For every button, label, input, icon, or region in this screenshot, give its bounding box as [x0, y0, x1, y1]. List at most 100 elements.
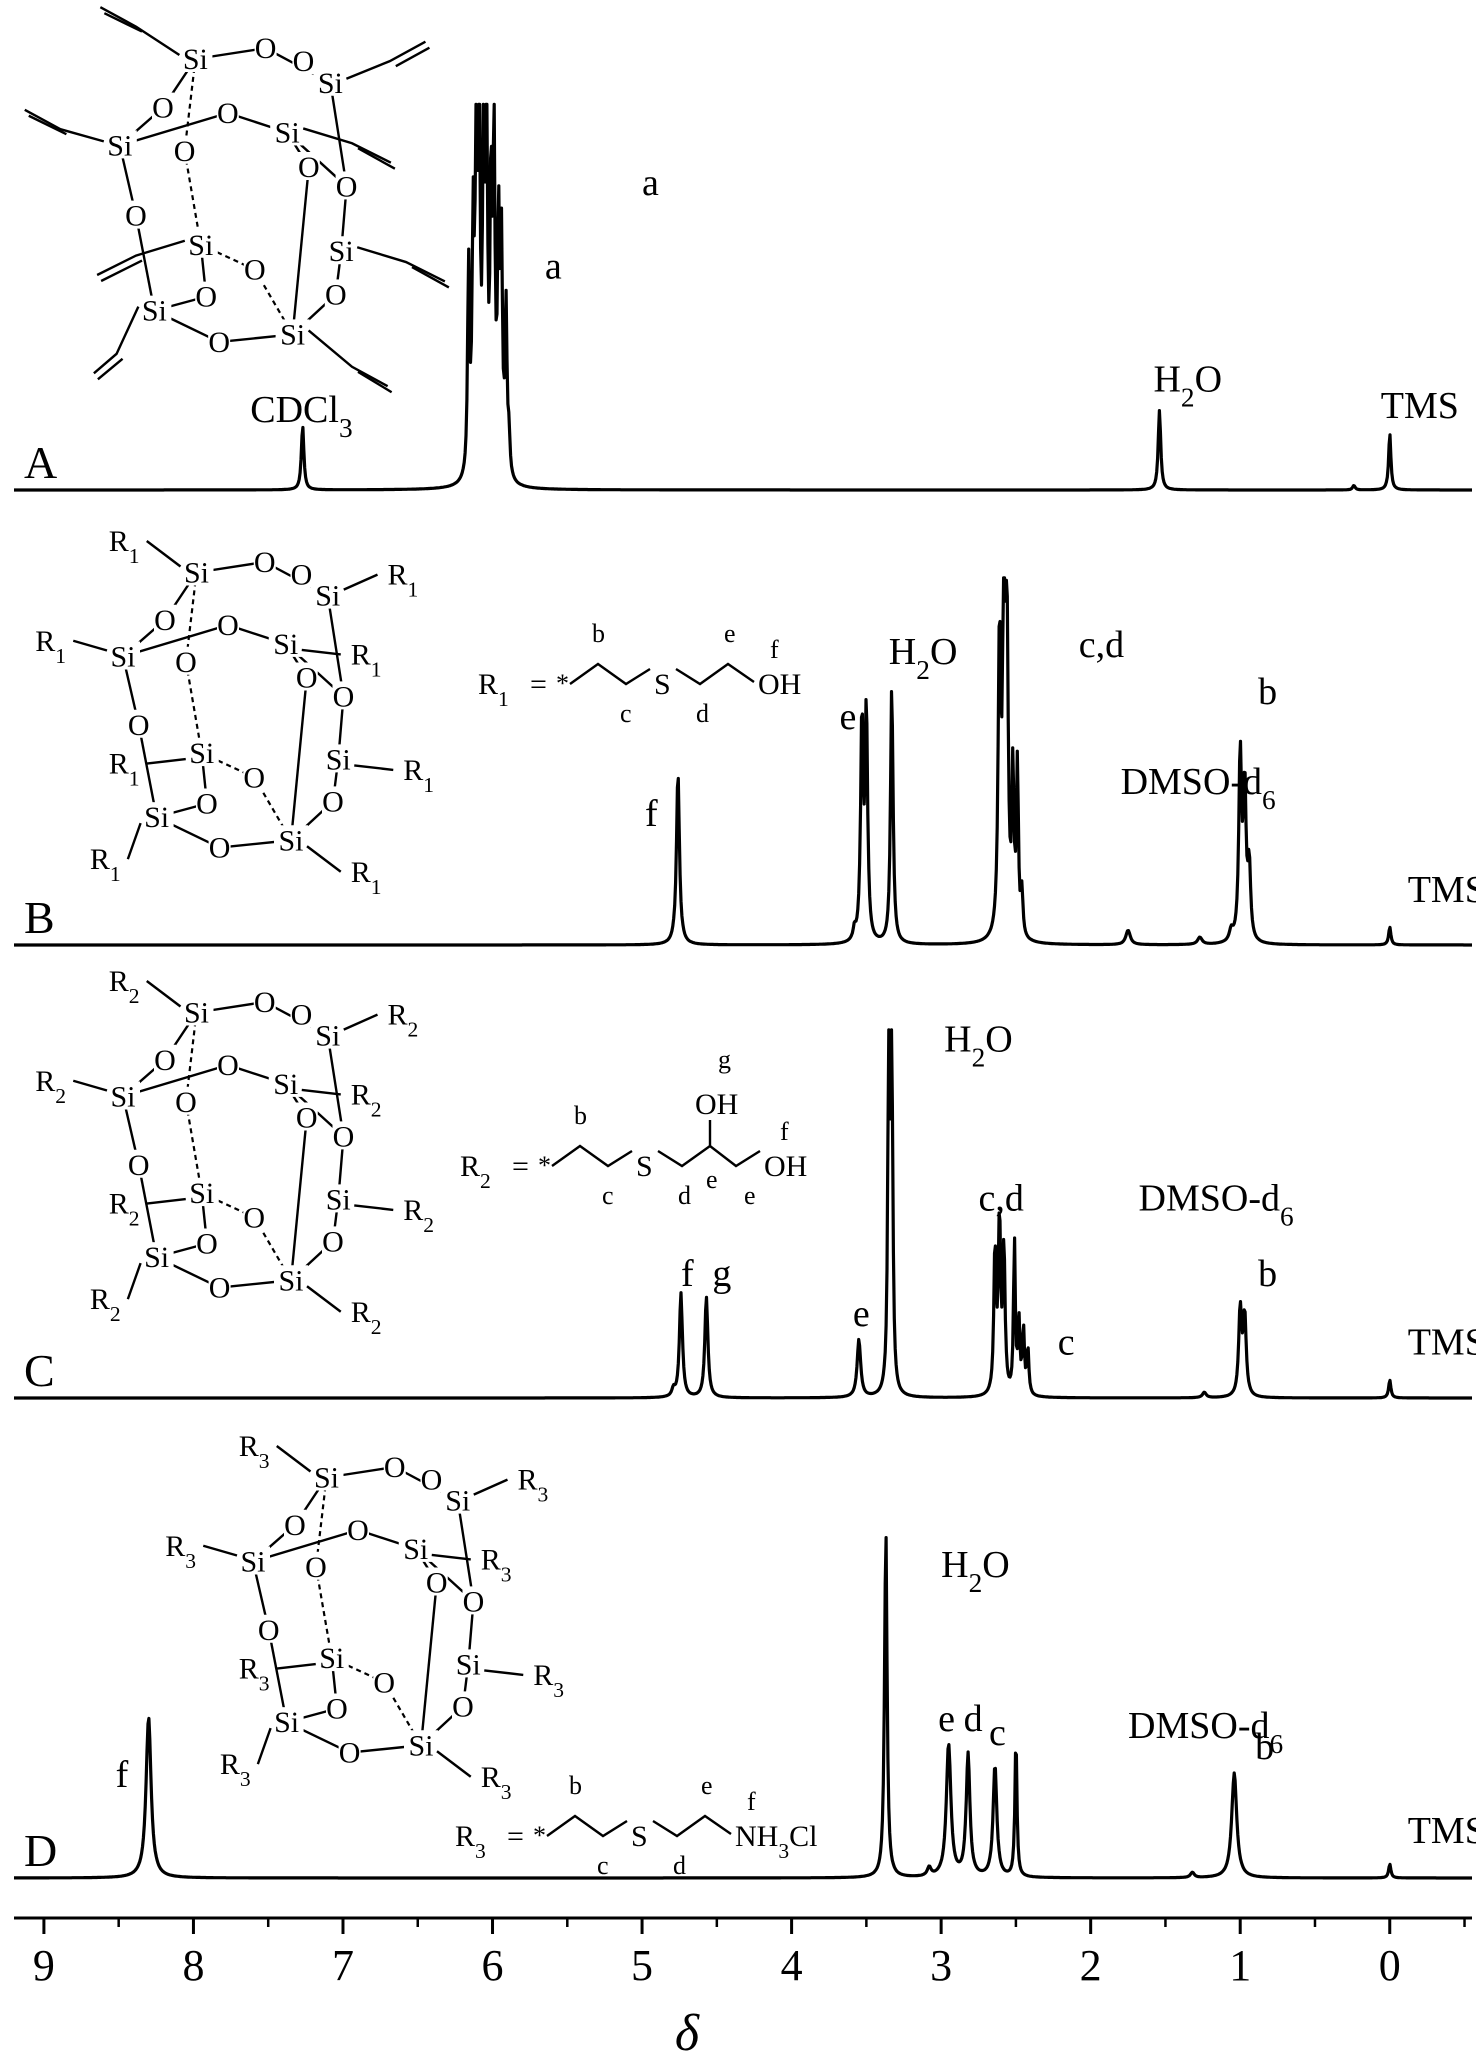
atom-mask	[326, 1693, 348, 1722]
bond	[419, 1582, 438, 1746]
bond	[306, 1285, 342, 1313]
bond	[119, 111, 229, 147]
atom-mask	[309, 1462, 344, 1491]
atom-mask	[154, 1044, 176, 1073]
o-atom: O	[463, 1585, 485, 1618]
chain-letter: c	[620, 699, 632, 728]
atom-mask	[184, 738, 219, 767]
bond	[267, 1629, 288, 1723]
o-atom: O	[336, 170, 358, 203]
o-atom: O	[217, 97, 239, 130]
spectrum-trace-A	[13, 102, 1473, 492]
bond	[276, 1445, 312, 1473]
chain-letter: b	[569, 1771, 582, 1800]
si-atom: Si	[315, 580, 340, 613]
atom-mask	[216, 98, 239, 126]
o-atom: O	[291, 559, 313, 592]
peak-label: d	[964, 1698, 983, 1740]
atom-mask	[253, 987, 276, 1015]
atom-mask	[314, 1643, 349, 1672]
s-atom: S	[636, 1150, 653, 1183]
peak-label: H2O	[1153, 359, 1222, 413]
o-atom: O	[154, 604, 176, 637]
r-group: R2	[35, 1065, 66, 1108]
o-atom: O	[322, 1225, 344, 1258]
bond	[354, 1204, 394, 1212]
atom-mask	[305, 1551, 327, 1580]
atom-mask	[139, 802, 174, 831]
si-atom: Si	[314, 1462, 339, 1495]
peak-label: b	[1258, 1253, 1277, 1295]
bond	[184, 661, 203, 754]
atom-mask	[196, 1228, 218, 1257]
atom-mask	[127, 1149, 150, 1178]
r-group: R3	[239, 1653, 270, 1696]
atom-mask	[217, 1050, 239, 1078]
atom-mask	[102, 130, 137, 159]
r-group: R2	[109, 965, 140, 1008]
atom-mask	[284, 1509, 306, 1538]
si-atom: Si	[280, 318, 305, 351]
atom-mask	[154, 604, 176, 633]
chain-letter: e	[744, 1181, 756, 1210]
o-atom: O	[174, 135, 196, 168]
peak-label: DMSO-d6	[1128, 1705, 1283, 1759]
chain-letter: f	[770, 635, 779, 664]
atom-mask	[335, 171, 358, 200]
chain-letter: d	[696, 699, 709, 728]
panel-label-B: B	[24, 892, 55, 943]
r-group: R3	[481, 1543, 512, 1586]
r-group: R3	[518, 1464, 549, 1507]
o-atom: O	[325, 278, 347, 311]
vinyl-bond	[97, 357, 124, 381]
peak-label: a	[545, 245, 562, 287]
peak-label: e	[853, 1293, 870, 1335]
vinyl-bond	[357, 370, 393, 394]
o-atom: O	[195, 281, 217, 314]
atom-mask	[274, 1265, 308, 1294]
bond	[289, 677, 308, 841]
r-group: R2	[388, 999, 419, 1042]
si-atom: Si	[278, 824, 303, 857]
peak-label: g	[712, 1253, 731, 1295]
o-atom: O	[322, 785, 344, 818]
o-atom: O	[175, 1086, 197, 1119]
peak-label: f	[645, 793, 658, 835]
bond	[137, 724, 158, 818]
atom-mask	[179, 997, 214, 1026]
peak-label: c,d	[979, 1177, 1024, 1219]
r-group: R3	[533, 1659, 564, 1702]
si-atom: Si	[188, 229, 213, 262]
o-atom: O	[333, 680, 355, 713]
o-atom: O	[284, 1509, 306, 1542]
atom-mask	[268, 628, 303, 657]
atom-mask	[383, 1452, 406, 1480]
peak-label: CDCl3	[250, 389, 352, 443]
x-axis-title: δ	[675, 2005, 700, 2062]
atom-mask	[338, 1737, 361, 1766]
atom-mask	[243, 762, 266, 791]
atom-mask	[295, 662, 318, 691]
atom-mask	[253, 547, 276, 575]
chain-letter: c	[602, 1181, 614, 1210]
peak-label: TMS	[1408, 1810, 1476, 1852]
x-tick-label: 9	[33, 1941, 55, 1990]
vinyl-bond	[356, 246, 446, 283]
oh-group: OH	[695, 1088, 738, 1121]
si-atom: Si	[273, 628, 298, 661]
atom-mask	[398, 1533, 433, 1562]
panel-label-C: C	[24, 1345, 55, 1396]
atom-mask	[184, 1178, 219, 1207]
chain-bond	[652, 1814, 732, 1838]
atom-mask	[106, 641, 140, 670]
peak-label: f	[116, 1754, 129, 1796]
o-atom: O	[293, 45, 315, 78]
bond	[456, 1500, 475, 1602]
peak-label: DMSO-d6	[1139, 1177, 1294, 1231]
spectrum-trace-D	[13, 1536, 1473, 1880]
r-group: R2	[90, 1283, 121, 1326]
